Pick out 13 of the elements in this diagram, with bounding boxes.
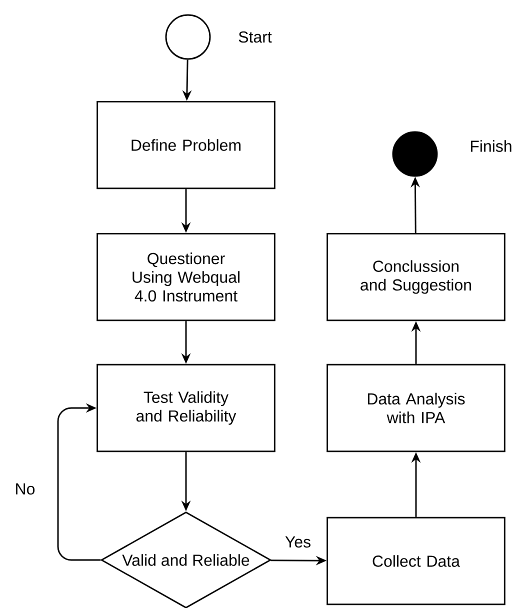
node-caption: Start [238, 31, 272, 43]
process-box: Questioner Using Webqual 4.0 Instrument [96, 232, 276, 322]
start-circle [165, 14, 211, 60]
edge-label: Yes [284, 535, 312, 549]
node-caption: Finish [470, 140, 512, 152]
process-box: Collect Data [326, 516, 506, 606]
process-box: Conclussion and Suggestion [326, 232, 506, 322]
process-box: Test Validity and Reliability [96, 364, 276, 452]
arrow [57, 403, 101, 561]
process-box: Data Analysis with IPA [326, 364, 506, 452]
process-box: Define Problem [96, 100, 276, 190]
end-circle [392, 131, 438, 177]
edge-label: No [13, 482, 37, 496]
